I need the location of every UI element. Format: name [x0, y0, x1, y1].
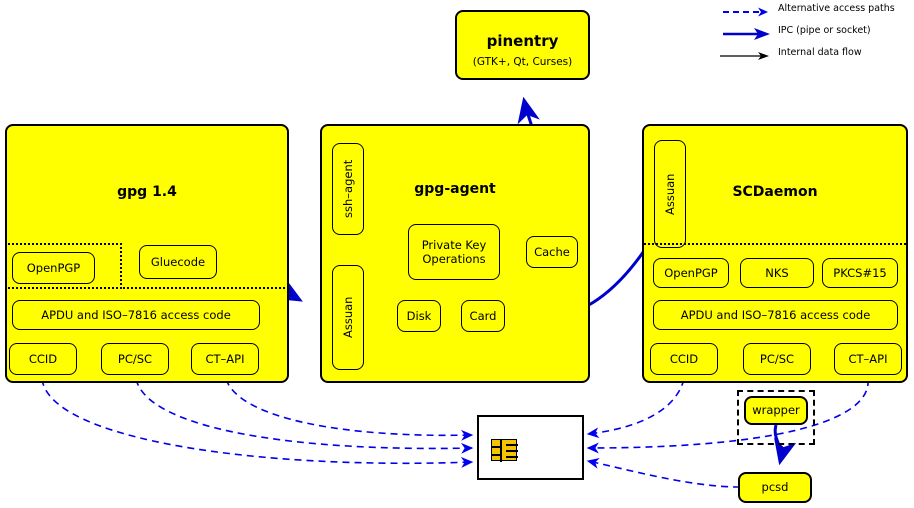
gpg-agent-node-private-key-operations[interactable]: Private Key Operations [408, 224, 500, 280]
scdaemon-node-assuan[interactable]: Assuan [654, 140, 686, 248]
alt-path-gpg-ctapi-to-card [225, 378, 474, 441]
smartcard[interactable] [477, 415, 584, 480]
smartcard-chip-icon [491, 439, 518, 462]
scdaemon-panel[interactable]: SCDaemon [642, 124, 908, 383]
gpg-node-openpgp[interactable]: OpenPGP [12, 252, 95, 284]
legend-item-ipc: IPC (pipe or socket) [698, 24, 908, 44]
legend-label-ipc: IPC (pipe or socket) [778, 25, 871, 36]
pinentry-subtitle: (GTK+, Qt, Curses) [472, 56, 573, 68]
alt-path-gpg-pcsc-to-card [135, 378, 474, 454]
alt-path-gpg-ccid-to-card [41, 378, 474, 468]
scdaemon-node-ccid[interactable]: CCID [650, 343, 718, 375]
dashed-arrow-icon [723, 7, 768, 17]
gpg-agent-node-cache[interactable]: Cache [526, 236, 578, 268]
alt-path-pcsd-to-card [586, 457, 741, 488]
legend-item-alt-paths: Alternative access paths [698, 2, 908, 22]
scdaemon-panel-title: SCDaemon [732, 184, 818, 200]
legend-label-internal-flow: Internal data flow [778, 47, 862, 58]
thin-arrow-icon [720, 52, 769, 60]
pcsd-node[interactable]: pcsd [738, 472, 812, 503]
gpg-openpgp-dotted-group [5, 243, 122, 289]
scdaemon-node-openpgp[interactable]: OpenPGP [653, 258, 729, 288]
gpg-dotted-divider [120, 287, 285, 289]
scdaemon-node-pcsc[interactable]: PC/SC [743, 343, 811, 375]
legend-item-internal-flow: Internal data flow [698, 46, 908, 66]
pinentry-title: pinentry [486, 32, 559, 50]
gpg-node-ctapi[interactable]: CT–API [191, 343, 259, 375]
scdaemon-node-apdu[interactable]: APDU and ISO–7816 access code [653, 300, 898, 330]
legend: Alternative access paths IPC (pipe or so… [698, 2, 908, 68]
scdaemon-node-pkcs15[interactable]: PKCS#15 [822, 258, 898, 288]
pinentry-box[interactable]: pinentry (GTK+, Qt, Curses) [455, 10, 590, 80]
legend-label-alt-paths: Alternative access paths [778, 3, 895, 14]
gpg-node-apdu[interactable]: APDU and ISO–7816 access code [12, 300, 260, 330]
gpg-agent-node-card[interactable]: Card [461, 300, 505, 332]
wrapper-node[interactable]: wrapper [744, 396, 808, 425]
scdaemon-node-nks[interactable]: NKS [740, 258, 814, 288]
alt-path-scd-ccid-to-card [586, 378, 685, 439]
alt-path-scd-ctapi-to-card [586, 378, 869, 454]
gpg-agent-node-ssh-agent[interactable]: ssh–agent [332, 143, 364, 235]
gpg-panel-title: gpg 1.4 [117, 184, 177, 200]
gpg-node-pcsc[interactable]: PC/SC [101, 343, 169, 375]
gpg-agent-node-disk[interactable]: Disk [397, 300, 441, 332]
scdaemon-node-ctapi[interactable]: CT–API [834, 343, 902, 375]
thick-arrow-icon [723, 28, 770, 40]
gpg-node-gluecode[interactable]: Gluecode [139, 245, 217, 279]
gpg-agent-panel-title: gpg-agent [414, 181, 496, 197]
private-key-line-1: Private Key [421, 237, 487, 252]
private-key-line-2: Operations [422, 252, 486, 266]
gpg-node-ccid[interactable]: CCID [9, 343, 77, 375]
gpg-agent-node-assuan[interactable]: Assuan [332, 265, 364, 370]
scdaemon-dotted-divider [644, 243, 906, 245]
wrapper-dashed-frame [737, 390, 815, 445]
